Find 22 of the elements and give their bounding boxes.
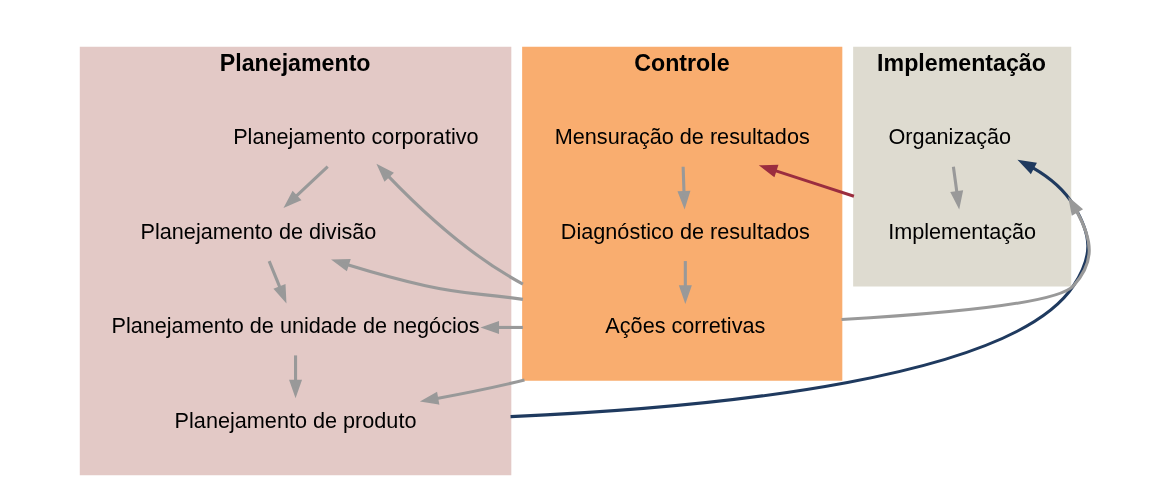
arrow	[840, 196, 1091, 322]
node-text: Planejamento de unidade de negócios	[110, 313, 480, 339]
arrow	[375, 163, 524, 286]
arrow	[330, 258, 523, 301]
node-text: Ações corretivas	[604, 313, 765, 339]
node-text: Planejamento corporativo	[232, 124, 479, 150]
node-text: Mensuração de resultados	[554, 124, 810, 150]
node-text: Planejamento de produto	[174, 407, 416, 433]
node-text: Planejamento de divisão	[140, 218, 376, 244]
arrow	[676, 166, 690, 210]
arrow	[282, 165, 329, 209]
node-text: Implementação	[887, 218, 1036, 244]
node-text: Diagnóstico de resultados	[560, 218, 810, 244]
arrow	[267, 260, 286, 304]
node-text: Organização	[887, 124, 1011, 150]
arrow	[479, 320, 523, 334]
arrow	[509, 159, 1089, 419]
arrow	[949, 166, 963, 210]
arrow	[758, 164, 854, 198]
arrow	[678, 261, 692, 304]
arrow	[288, 355, 302, 399]
arrow	[419, 378, 525, 405]
